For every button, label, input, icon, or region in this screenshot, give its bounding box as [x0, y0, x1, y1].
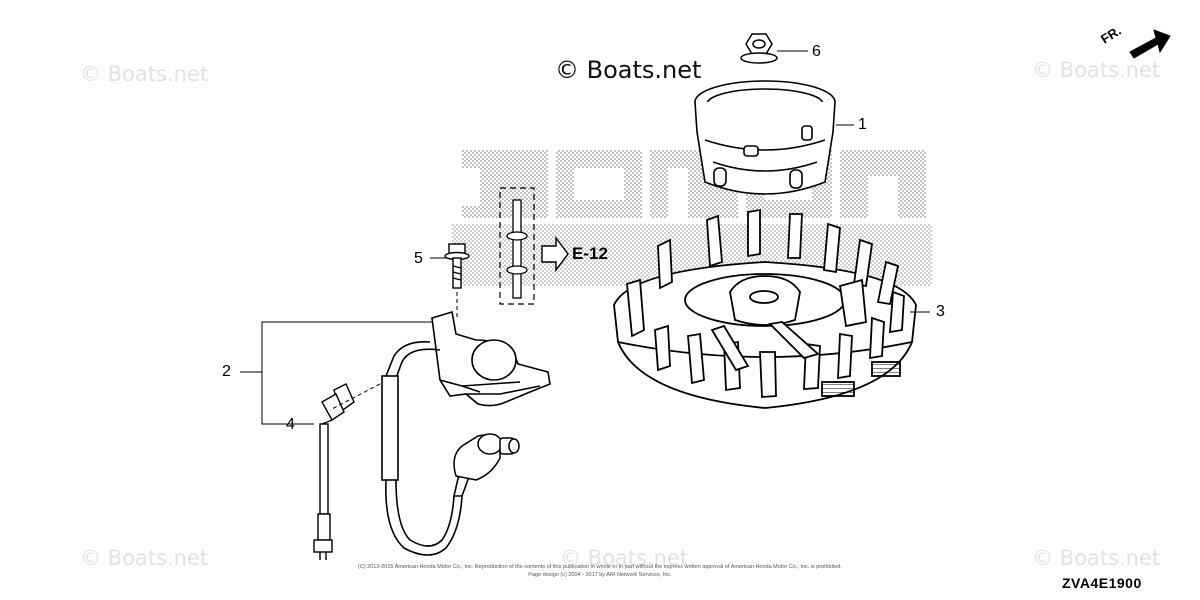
ground-lead-wire: [313, 383, 355, 560]
watermark: © Boats.net: [80, 546, 209, 570]
callout-6: 6: [812, 43, 821, 60]
callout-3: 3: [936, 303, 945, 320]
copyright-line: (C) 2013-2015 American Honda Motor Co., …: [358, 564, 842, 570]
starter-pulley: [694, 80, 836, 195]
stud-bolt: [499, 187, 535, 305]
flange-bolt: [444, 243, 470, 289]
copyright-line: Page design (c) 2004 - 2017 by ARI Netwo…: [528, 572, 672, 578]
flywheel: [613, 208, 917, 409]
reference-arrow-icon: [541, 235, 569, 273]
watermark: © Boats.net: [80, 62, 209, 86]
callout-4: 4: [286, 416, 295, 433]
direction-arrow-icon: [1129, 29, 1171, 59]
watermark-main: © Boats.net: [555, 56, 702, 84]
spark-plug-cap: [453, 433, 520, 481]
high-tension-lead: [381, 340, 472, 556]
ignition-coil: [431, 310, 551, 407]
watermark: © Boats.net: [560, 546, 689, 570]
flange-nut: [740, 33, 778, 64]
diagram-code: ZVA4E1900: [1062, 575, 1142, 591]
copyright-notice: (C) 2013-2015 American Honda Motor Co., …: [320, 563, 880, 579]
watermark: © Boats.net: [1032, 546, 1161, 570]
watermark: © Boats.net: [1032, 58, 1161, 82]
reference-label: E-12: [572, 244, 608, 263]
callout-5: 5: [414, 250, 423, 267]
callout-leaders: [240, 321, 432, 425]
callout-2: 2: [222, 363, 231, 380]
callout-1: 1: [858, 116, 867, 133]
